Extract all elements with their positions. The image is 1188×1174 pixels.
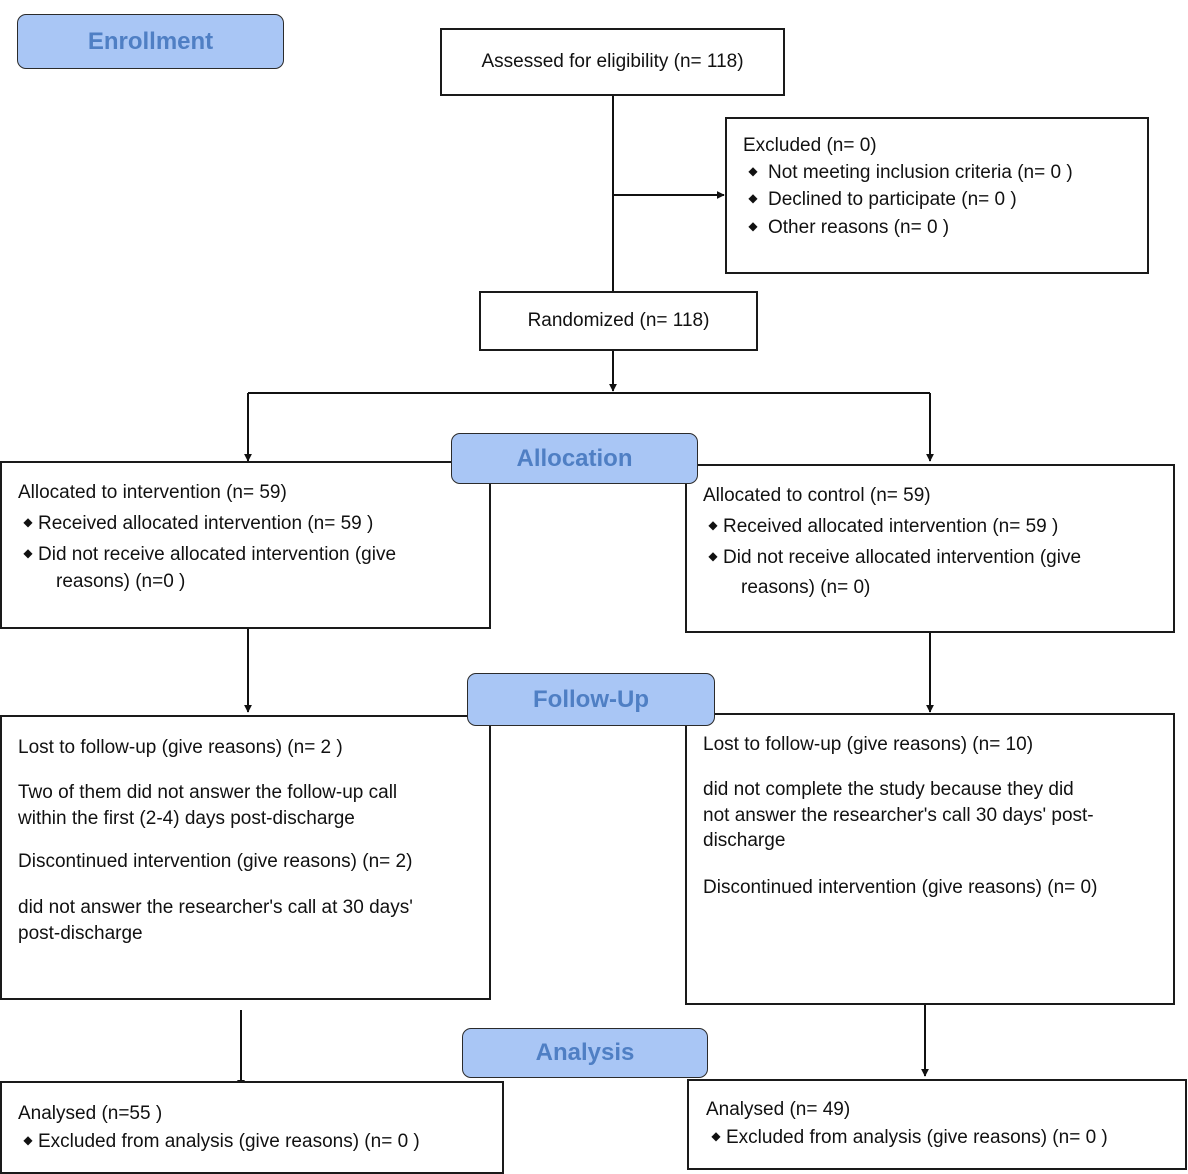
analysis-control-box: Analysed (n= 49) ◆ Excluded from analysi… xyxy=(687,1079,1187,1170)
excluded-item: ◆ Not meeting inclusion criteria (n= 0 ) xyxy=(743,160,1147,186)
intervention-not-received-reason: reasons) (n=0 ) xyxy=(56,570,186,592)
bullet-icon: ◆ xyxy=(23,515,33,530)
followup-intervention-disc-reason: did not answer the researcher's call at … xyxy=(18,897,413,919)
bullet-icon: ◆ xyxy=(711,1129,721,1144)
randomized-box: Randomized (n= 118) xyxy=(479,291,758,351)
followup-control-lost-reason: not answer the researcher's call 30 days… xyxy=(703,804,1094,826)
intervention-not-received-label: Did not receive allocated intervention (… xyxy=(38,544,397,566)
stage-follow-up-label: Follow-Up xyxy=(533,685,649,713)
analysis-intervention-box: Analysed (n=55 ) ◆ Excluded from analysi… xyxy=(0,1081,504,1174)
bullet-icon: ◆ xyxy=(23,1133,33,1148)
control-not-received: ◆ Did not receive allocated intervention… xyxy=(703,545,1173,571)
analysis-control-analysed: Analysed (n= 49) xyxy=(706,1099,851,1120)
excluded-item-label: Declined to participate (n= 0 ) xyxy=(768,189,1017,211)
control-not-received-reason: reasons) (n= 0) xyxy=(741,576,871,598)
bullet-icon: ◆ xyxy=(23,546,33,561)
stage-analysis: Analysis xyxy=(462,1028,708,1078)
bullet-icon: ◆ xyxy=(748,191,758,206)
analysis-control-excluded: ◆ Excluded from analysis (give reasons) … xyxy=(706,1125,1185,1151)
control-box: Allocated to control (n= 59) ◆ Received … xyxy=(685,464,1175,633)
stage-enrollment-label: Enrollment xyxy=(87,27,214,55)
stage-analysis-label: Analysis xyxy=(535,1039,635,1066)
analysis-intervention-excluded-label: Excluded from analysis (give reasons) (n… xyxy=(38,1131,420,1153)
excluded-title: Excluded (n= 0) xyxy=(743,135,877,156)
bullet-icon: ◆ xyxy=(748,164,758,179)
control-not-received-label: Did not receive allocated intervention (… xyxy=(723,547,1082,569)
followup-intervention-lost: Lost to follow-up (give reasons) (n= 2 ) xyxy=(18,737,343,758)
analysis-intervention-excluded: ◆ Excluded from analysis (give reasons) … xyxy=(18,1129,502,1155)
bullet-icon: ◆ xyxy=(748,218,758,233)
bullet-icon: ◆ xyxy=(708,549,718,564)
control-title: Allocated to control (n= 59) xyxy=(703,485,931,506)
stage-enrollment: Enrollment xyxy=(17,14,284,69)
intervention-received-label: Received allocated intervention (n= 59 ) xyxy=(38,513,374,535)
intervention-received: ◆ Received allocated intervention (n= 59… xyxy=(18,511,489,537)
intervention-title: Allocated to intervention (n= 59) xyxy=(18,482,287,503)
analysis-intervention-analysed: Analysed (n=55 ) xyxy=(18,1103,163,1124)
followup-control-box: Lost to follow-up (give reasons) (n= 10)… xyxy=(685,713,1175,1005)
intervention-not-received: ◆ Did not receive allocated intervention… xyxy=(18,542,489,568)
stage-allocation: Allocation xyxy=(451,433,698,484)
followup-intervention-disc-reason: post-discharge xyxy=(18,923,143,945)
followup-control-lost-reason: discharge xyxy=(703,830,786,852)
excluded-item: ◆ Other reasons (n= 0 ) xyxy=(743,215,1147,241)
followup-intervention-lost-reason: within the first (2-4) days post-dischar… xyxy=(18,807,355,829)
followup-intervention-box: Lost to follow-up (give reasons) (n= 2 )… xyxy=(0,715,491,1000)
intervention-box: Allocated to intervention (n= 59) ◆ Rece… xyxy=(0,461,491,629)
assessed-box: Assessed for eligibility (n= 118) xyxy=(440,28,785,96)
excluded-item: ◆ Declined to participate (n= 0 ) xyxy=(743,187,1147,213)
excluded-box: Excluded (n= 0) ◆ Not meeting inclusion … xyxy=(725,117,1149,274)
bullet-icon: ◆ xyxy=(708,518,718,533)
followup-control-lost-reason: did not complete the study because they … xyxy=(703,778,1074,800)
control-received-label: Received allocated intervention (n= 59 ) xyxy=(723,516,1059,538)
excluded-item-label: Not meeting inclusion criteria (n= 0 ) xyxy=(768,162,1073,184)
stage-allocation-label: Allocation xyxy=(516,444,633,472)
assessed-text: Assessed for eligibility (n= 118) xyxy=(481,50,744,72)
analysis-control-excluded-label: Excluded from analysis (give reasons) (n… xyxy=(726,1127,1108,1149)
excluded-item-label: Other reasons (n= 0 ) xyxy=(768,216,950,238)
followup-control-discontinued: Discontinued intervention (give reasons)… xyxy=(703,877,1098,899)
stage-follow-up: Follow-Up xyxy=(467,673,715,726)
randomized-text: Randomized (n= 118) xyxy=(527,309,710,331)
control-received: ◆ Received allocated intervention (n= 59… xyxy=(703,514,1173,540)
followup-intervention-discontinued: Discontinued intervention (give reasons)… xyxy=(18,851,413,873)
followup-intervention-lost-reason: Two of them did not answer the follow-up… xyxy=(18,781,398,803)
followup-control-lost: Lost to follow-up (give reasons) (n= 10) xyxy=(703,734,1034,755)
